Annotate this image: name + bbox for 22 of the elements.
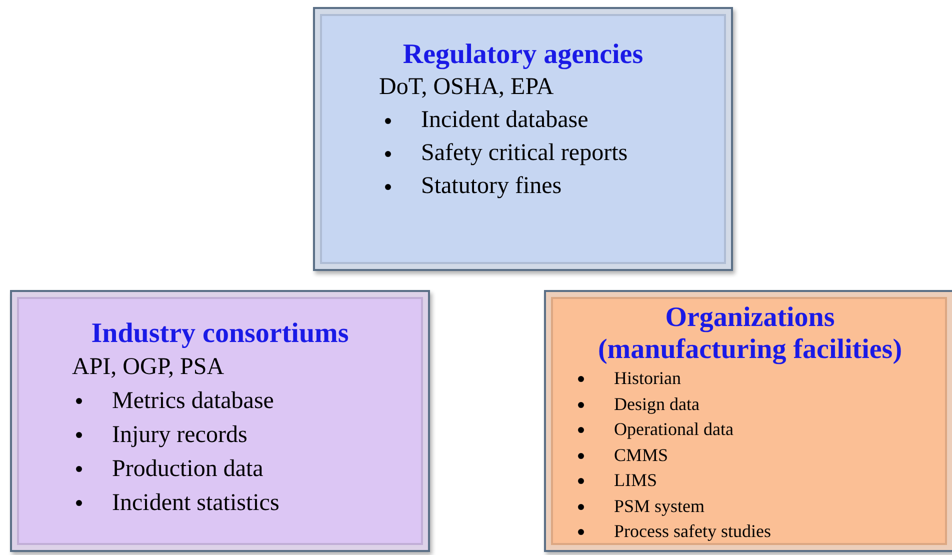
box-heading: Industry consortiums: [90, 318, 350, 350]
list-item: Incident database: [421, 104, 721, 138]
info-box: [544, 290, 952, 552]
list-item: Production data: [112, 452, 418, 486]
list-item: Design data: [614, 392, 942, 418]
list-item: Statutory fines: [421, 170, 721, 204]
list-item: LIMS: [614, 468, 942, 494]
list-item: Injury records: [112, 418, 418, 452]
box-heading: Organizations (manufacturing facilities): [596, 302, 904, 366]
list-item: Process safety studies: [614, 519, 942, 545]
list-item: Historian: [614, 366, 942, 392]
list-item: Incident statistics: [112, 486, 418, 520]
list-item: Operational data: [614, 417, 942, 443]
list-item: Metrics database: [112, 384, 418, 418]
list-item: Safety critical reports: [421, 137, 721, 170]
list-item: PSM system: [614, 494, 942, 520]
source-list: DoT, OSHA, EPA: [379, 71, 721, 104]
box-heading: Regulatory agencies: [402, 39, 644, 72]
info-box: [10, 290, 430, 552]
source-list: API, OGP, PSA: [72, 350, 418, 384]
info-box: [313, 7, 733, 271]
list-item: CMMS: [614, 442, 942, 468]
